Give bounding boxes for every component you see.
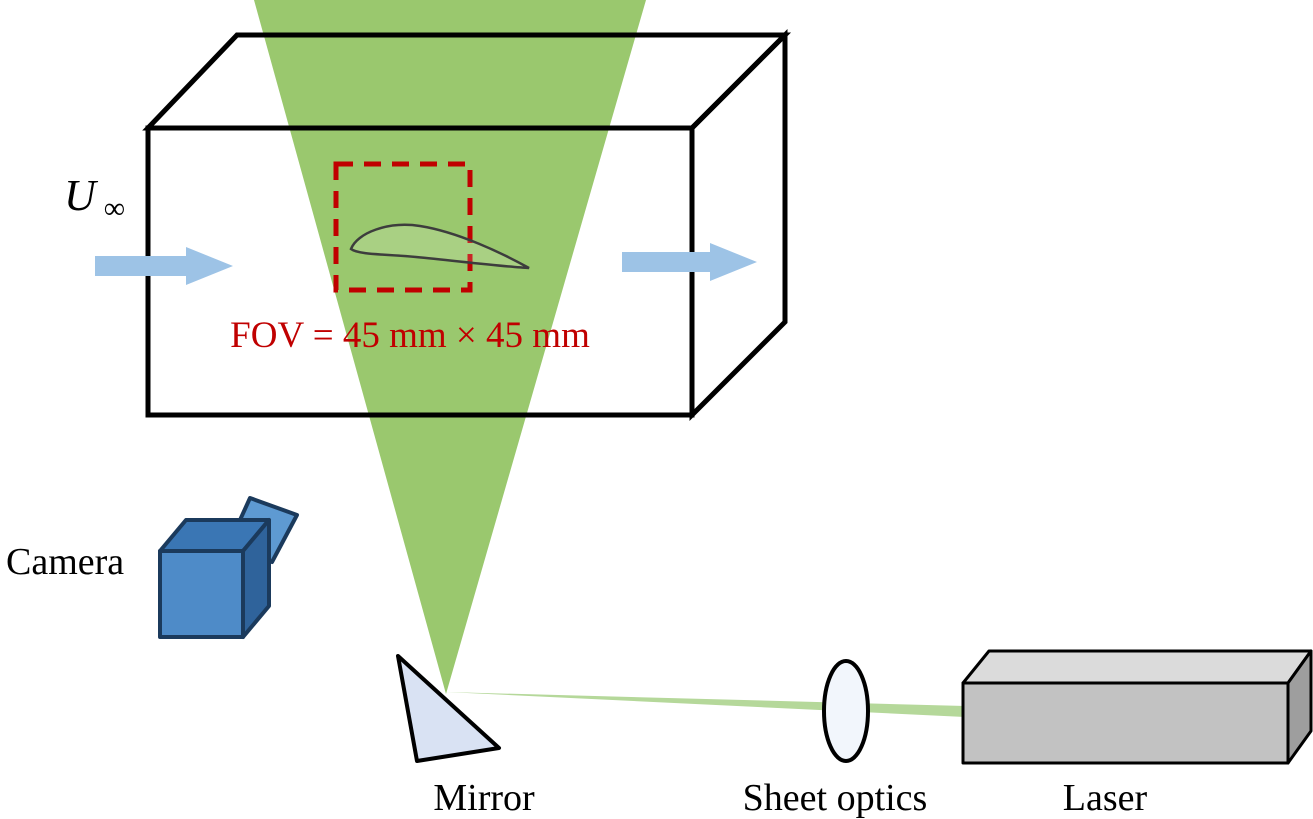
fov-dashed-box: [333, 161, 473, 293]
mirror-shape: [396, 654, 501, 763]
flow-arrow-right: [622, 243, 757, 281]
laser-beam: [446, 692, 965, 717]
freestream-velocity-label: U ∞: [64, 171, 125, 225]
airfoil: [349, 223, 530, 270]
camera-label: Camera: [6, 541, 124, 583]
flow-arrow-left: [95, 247, 233, 285]
u-symbol: U: [64, 171, 99, 220]
sheet-optics-label: Sheet optics: [743, 777, 928, 819]
infinity-symbol: ∞: [104, 192, 125, 225]
laser-sheet: [254, 0, 646, 694]
fov-label: FOV = 45 mm × 45 mm: [230, 315, 590, 356]
wind-tunnel-test-section: [142, 28, 792, 422]
laser-top-face: [961, 649, 1313, 685]
laser-label: Laser: [1063, 777, 1148, 819]
camera: [158, 496, 299, 639]
mirror-label: Mirror: [433, 777, 535, 819]
laser-box: [961, 649, 1313, 765]
camera-body-front-face: [158, 549, 245, 639]
laser-front-face: [961, 681, 1290, 765]
test-section-right-face: [689, 28, 788, 422]
sheet-optics-lens: [822, 659, 870, 763]
